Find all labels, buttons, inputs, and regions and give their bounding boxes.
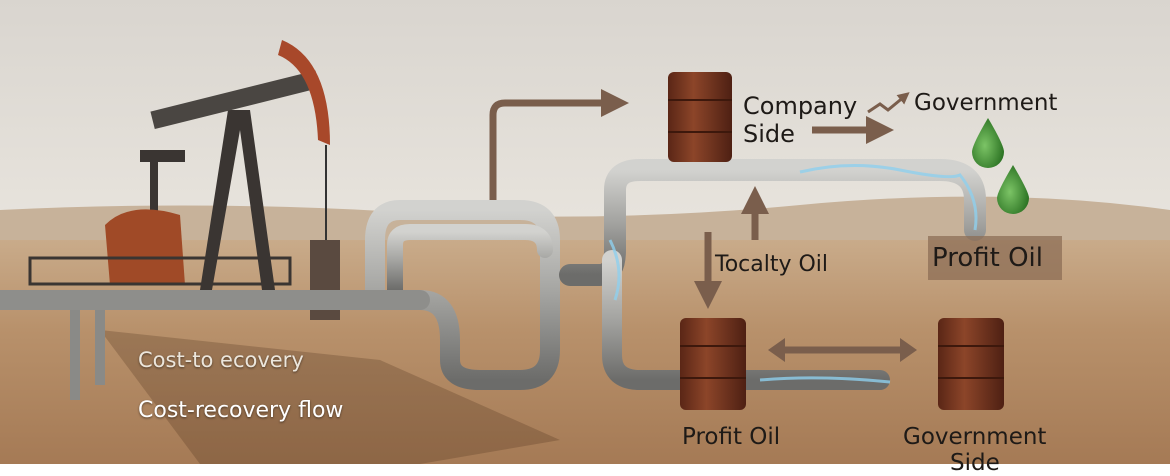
oil-drop-icon [972, 118, 1004, 168]
government-label-top: Government [914, 90, 1058, 116]
arrow-trend [867, 92, 910, 114]
profit-oil-bottom-label: Profit Oil [682, 424, 781, 450]
profit-oil-box [928, 236, 1062, 280]
cost-recovery-flow-label: Cost-recovery flow [138, 398, 344, 423]
barrel-company [668, 72, 732, 162]
oil-drop-icon [997, 165, 1029, 214]
barrel-government [938, 318, 1004, 410]
company-side-label-line2: Side [743, 120, 795, 148]
pumpjack [28, 40, 340, 320]
oil-spill-highlights [608, 163, 978, 384]
profit-oil-label: Profit Oil [932, 243, 1043, 273]
arrow-up-to-company [489, 89, 629, 200]
pipeline [0, 159, 986, 400]
company-side-label-line1: Company [743, 92, 858, 120]
shadows [100, 330, 560, 464]
royalty-oil-label: Tocalty Oil [715, 252, 829, 277]
double-arrow [768, 338, 917, 362]
government-side-label-line1: Government [903, 424, 1047, 450]
cost-to-recovery-label: Cost-to ecovery [138, 348, 304, 372]
oil-field-illustration [0, 0, 1170, 464]
flow-arrows [489, 89, 910, 309]
barrel-profit-oil [680, 318, 746, 410]
